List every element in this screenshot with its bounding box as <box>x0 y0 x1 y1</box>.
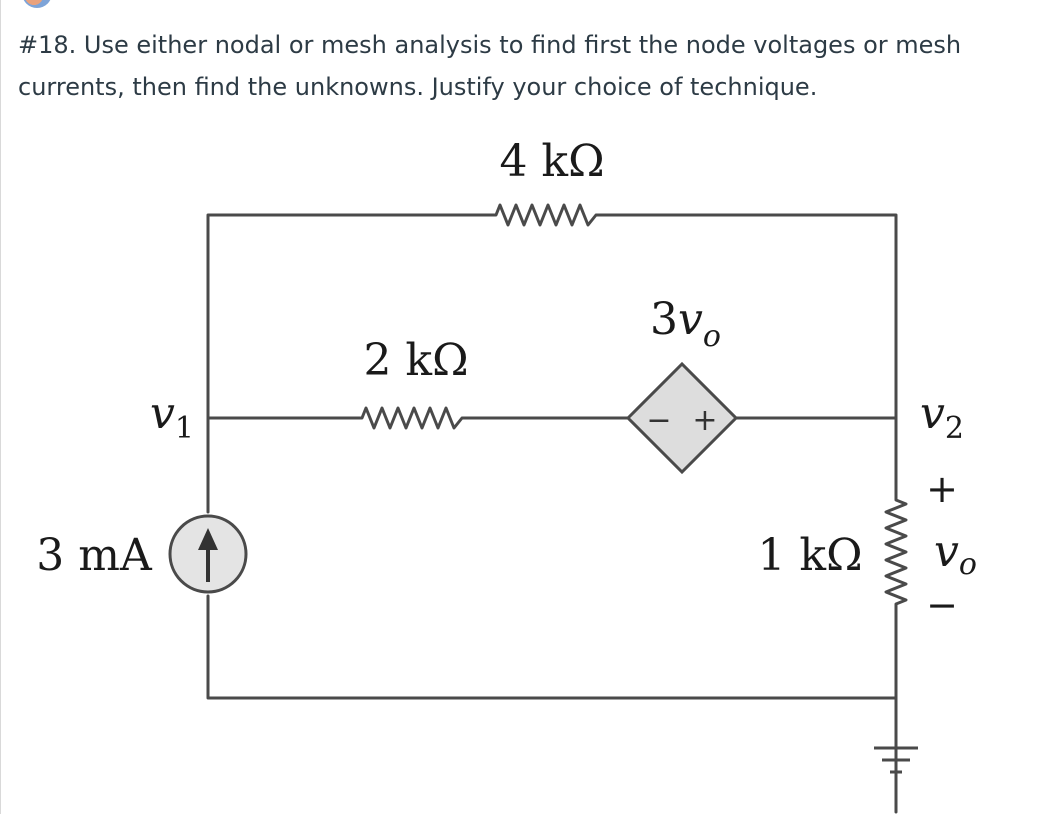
middle-wire <box>206 406 630 430</box>
user-avatar[interactable] <box>22 0 52 8</box>
arrow-head-icon <box>198 528 218 550</box>
output-voltage-subscript: o <box>959 547 977 582</box>
dependent-source-variable: v <box>678 294 703 345</box>
node-1-subscript: 1 <box>175 411 194 446</box>
dependent-source-label: 3vo <box>650 294 721 354</box>
dependent-source-coefficient: 3 <box>650 294 678 345</box>
right-resistor-wire <box>884 416 908 814</box>
dependent-source-minus: − <box>646 403 671 438</box>
top-resistor-label: 4 kΩ <box>499 136 604 187</box>
current-source-label: 3 mA <box>36 530 153 581</box>
node-1-variable: v <box>150 388 175 439</box>
top-wire <box>206 203 898 514</box>
content-left-border <box>0 0 1 814</box>
output-voltage-variable: v <box>934 526 959 577</box>
node-2-label: v2 <box>920 388 964 446</box>
bottom-wire <box>206 594 898 700</box>
node-2-subscript: 2 <box>945 411 964 446</box>
right-resistor-label: 1 kΩ <box>757 530 862 581</box>
ground-icon <box>874 746 918 812</box>
output-voltage-minus: − <box>926 583 958 627</box>
dependent-voltage-source: − + <box>625 361 739 475</box>
node-1-label: v1 <box>150 388 194 446</box>
output-voltage-label: vo <box>934 526 977 582</box>
current-source <box>168 514 248 594</box>
question-text: #18. Use either nodal or mesh analysis t… <box>18 31 962 101</box>
dependent-source-plus: + <box>692 403 717 438</box>
output-voltage-plus: + <box>926 467 958 511</box>
node-2-variable: v <box>920 388 945 439</box>
middle-resistor-label: 2 kΩ <box>363 335 468 386</box>
dependent-source-subscript: o <box>703 319 721 354</box>
